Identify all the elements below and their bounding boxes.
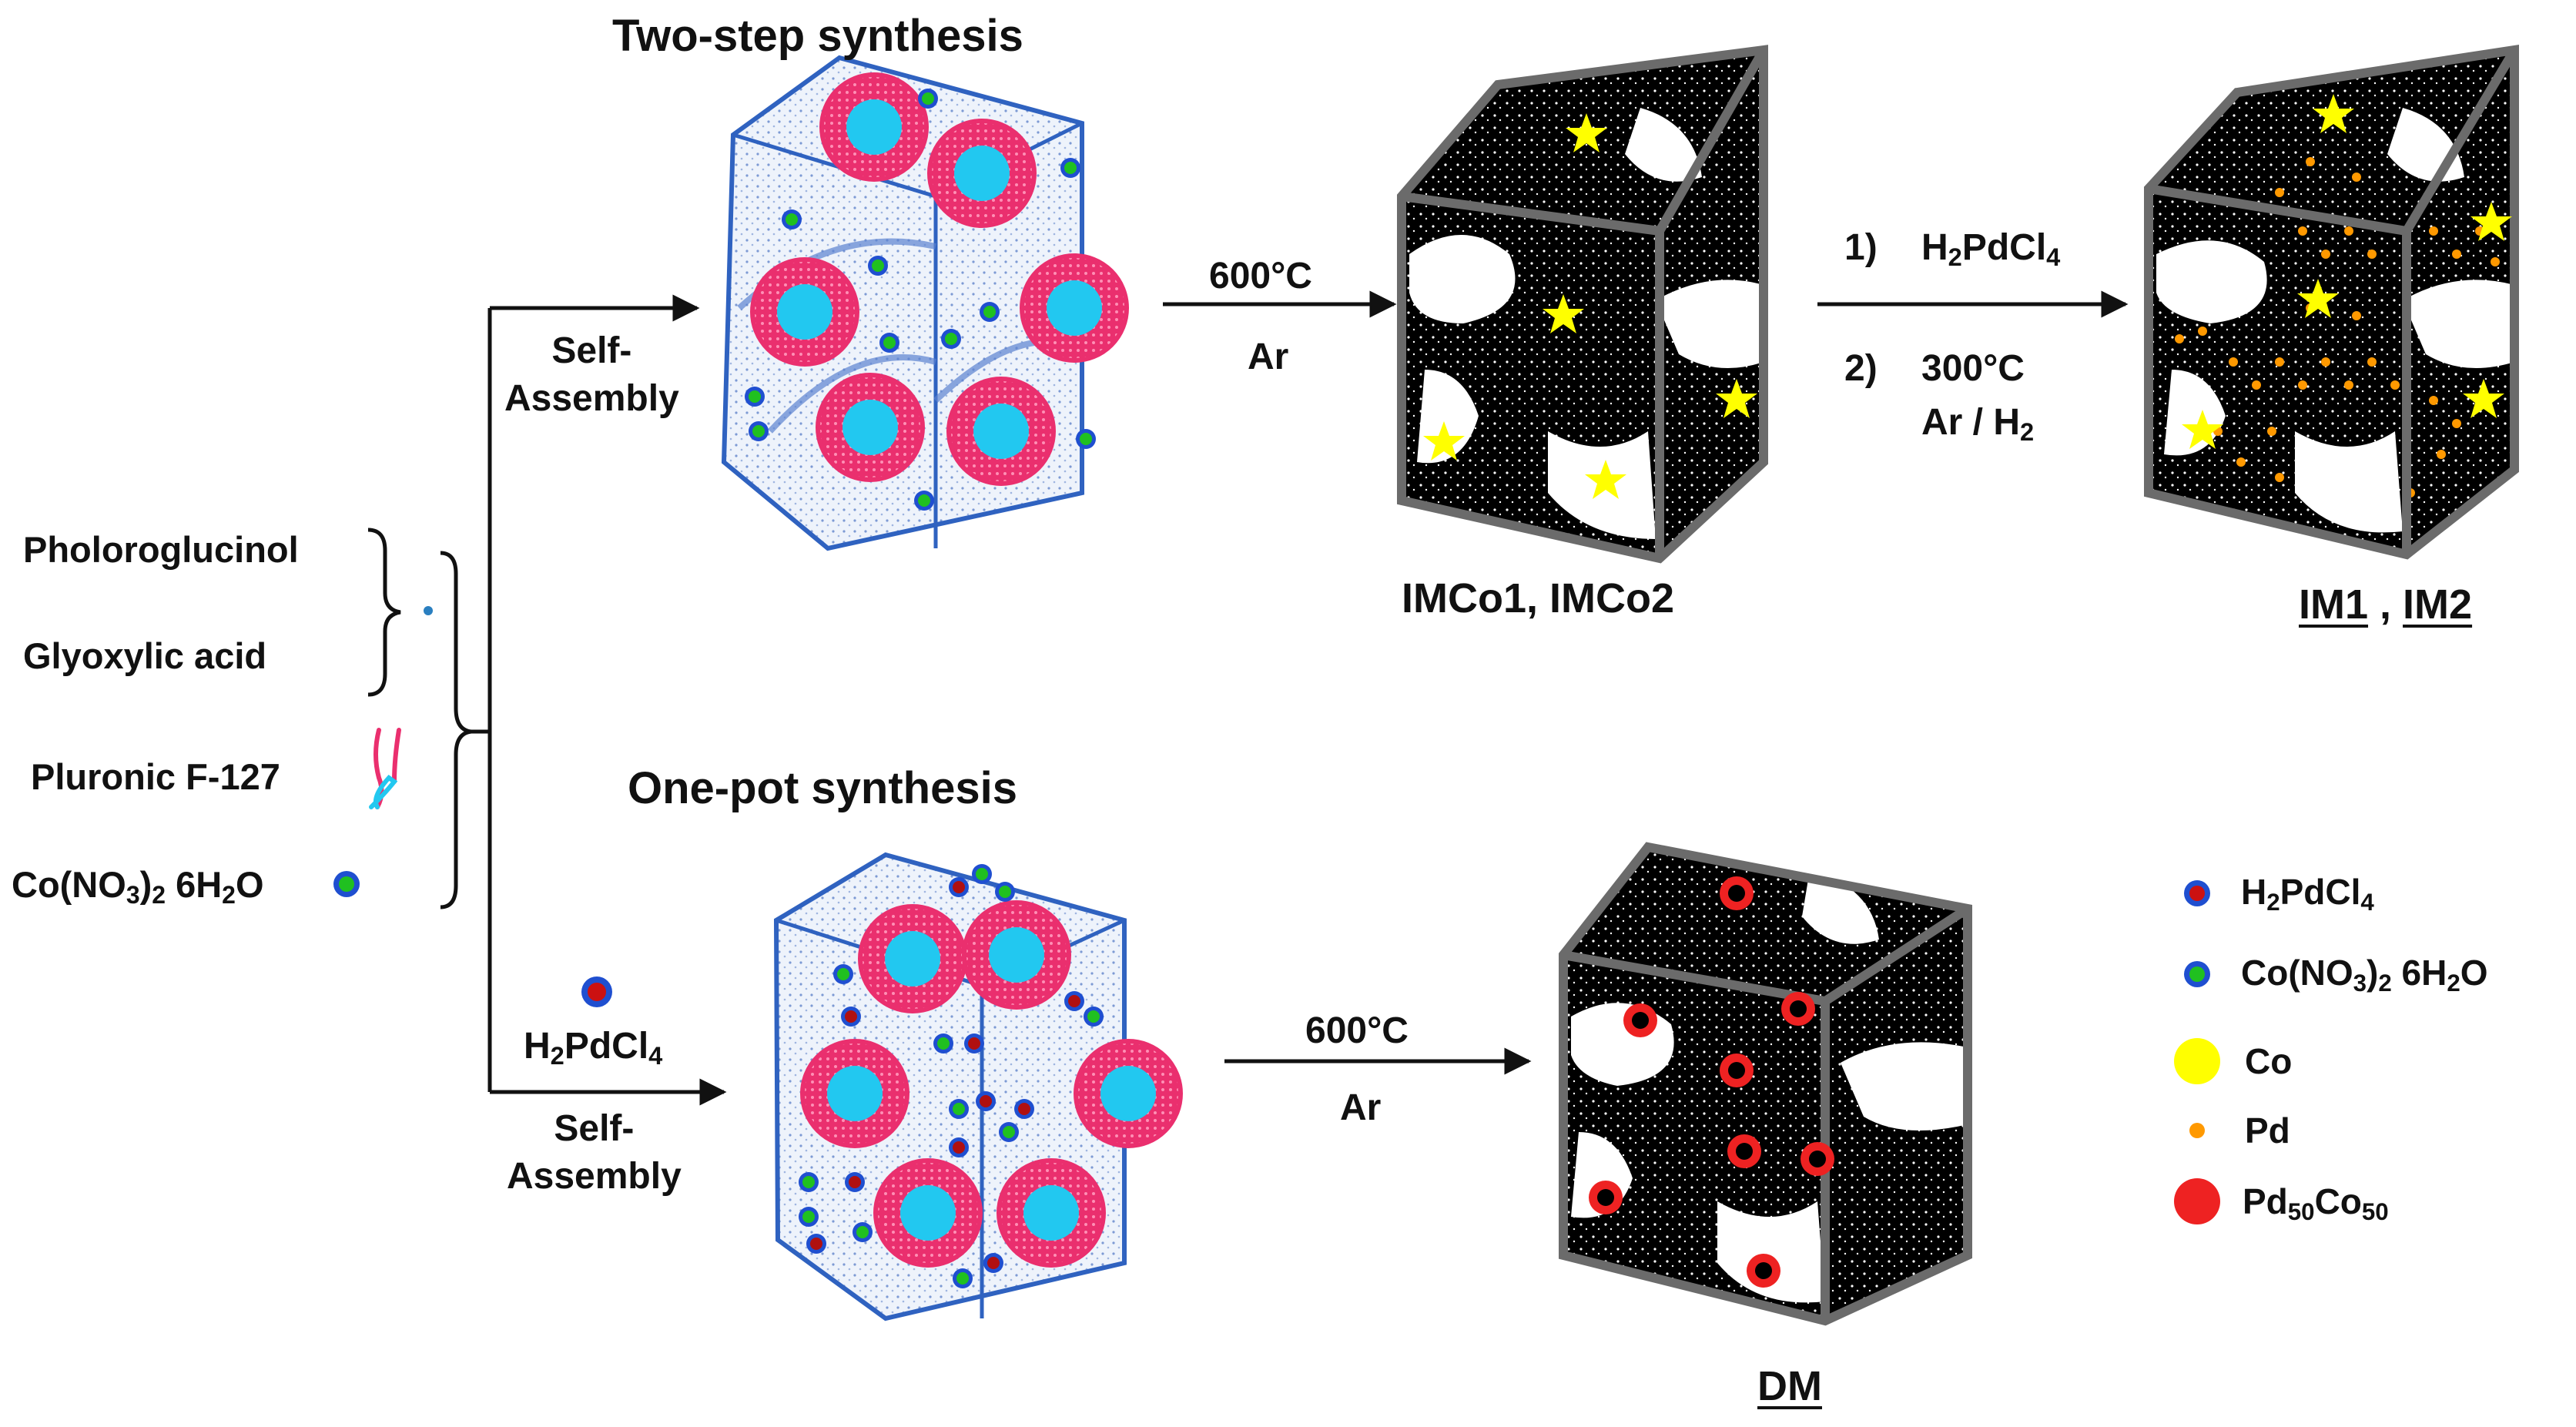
pluronic-icon xyxy=(369,728,401,809)
product-im: IM1 , IM2 xyxy=(2299,581,2473,628)
cube-template-top xyxy=(721,55,1127,551)
reagent-phloroglucinol: Pholoroglucinol xyxy=(23,529,299,570)
legend-marker-co xyxy=(2174,1038,2220,1084)
cube-template-bottom xyxy=(773,852,1181,1321)
reagent-glyoxylic-acid: Glyoxylic acid xyxy=(23,635,267,676)
product-im2: IM2 xyxy=(2403,581,2473,628)
product-imco: IMCo1, IMCo2 xyxy=(1402,575,1675,621)
legend-marker-cobalt-nitrate xyxy=(2184,961,2210,987)
legend-marker-pd xyxy=(2189,1123,2205,1138)
phloroglucinol-dot xyxy=(424,606,433,615)
legend-marker-pd50co50 xyxy=(2174,1178,2220,1224)
product-dm: DM xyxy=(1757,1363,1822,1409)
product-im1: IM1 xyxy=(2299,581,2369,628)
atmosphere-label-top: Ar xyxy=(1248,337,1289,377)
legend-label-co: Co xyxy=(2245,1041,2293,1081)
title-two-step: Two-step synthesis xyxy=(612,11,1023,61)
reagent-pluronic: Pluronic F-127 xyxy=(31,756,280,797)
step1-number: 1) xyxy=(1844,227,1878,268)
title-one-pot: One-pot synthesis xyxy=(628,763,1017,813)
legend-label-h2pdcl4: H2PdCl4 xyxy=(2241,872,2374,916)
reagent-cobalt-nitrate: Co(NO3)2 6H2O xyxy=(12,864,264,909)
legend-label-cobalt-nitrate: Co(NO3)2 6H2O xyxy=(2241,953,2488,997)
inner-brace xyxy=(367,528,401,697)
cobalt-nitrate-dot xyxy=(333,871,360,897)
pd-reagent-dot xyxy=(581,976,612,1007)
step2-atmosphere: Ar / H2 xyxy=(1921,402,2035,447)
step2-temperature: 300°C xyxy=(1921,348,2025,389)
legend-label-pd50co50: Pd50Co50 xyxy=(2243,1181,2389,1225)
atmosphere-label-bottom: Ar xyxy=(1340,1087,1382,1128)
self-assembly-label-bottom: Self-Assembly xyxy=(507,1108,682,1198)
temperature-label-bottom: 600°C xyxy=(1305,1010,1409,1051)
legend-label-pd: Pd xyxy=(2245,1110,2290,1151)
outer-brace xyxy=(440,551,472,909)
cube-imco xyxy=(1397,45,1768,564)
cube-dm xyxy=(1559,842,1972,1326)
cube-im xyxy=(2144,45,2519,560)
step1-reagent: H2PdCl4 xyxy=(1921,227,2061,272)
branch-line xyxy=(471,308,492,1092)
legend-marker-h2pdcl4 xyxy=(2184,880,2210,906)
pd-reagent-label: H2PdCl4 xyxy=(524,1026,663,1070)
self-assembly-label-top: Self-Assembly xyxy=(504,330,679,420)
temperature-label-top: 600°C xyxy=(1209,256,1312,296)
step2-number: 2) xyxy=(1844,348,1878,389)
